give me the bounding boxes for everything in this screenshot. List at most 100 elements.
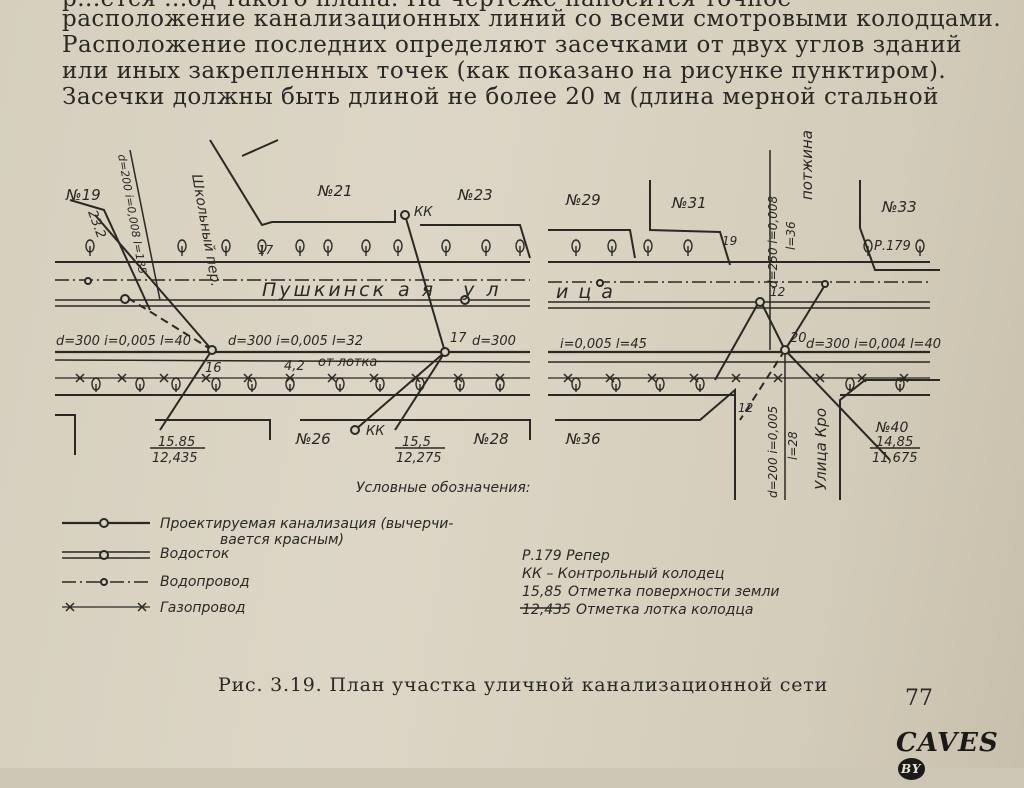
- legend-tray-num: 12,435: [522, 602, 571, 618]
- tree-icon: [495, 377, 505, 392]
- building-28-label: №28: [473, 430, 509, 448]
- tree-icon: [415, 377, 425, 392]
- tree-icon: [515, 239, 525, 256]
- legend-kk-label: КК – Контрольный колодец: [522, 566, 724, 582]
- legend-water-valve: [100, 578, 108, 586]
- vert-pipe-bottom: d=200 i=0,005: [766, 406, 780, 498]
- gas-line-mark: [773, 373, 783, 383]
- legend-gas-label: Газопровод: [160, 600, 246, 616]
- building-36-label: №36: [565, 430, 601, 448]
- tree-icon: [285, 377, 295, 392]
- tree-icon: [895, 377, 905, 392]
- tree-icon: [915, 239, 925, 256]
- street-pushkinskaya-part3: ица: [556, 281, 623, 303]
- tree-icon: [85, 239, 95, 256]
- dist-12-top: 12: [770, 285, 785, 299]
- tree-icon: [695, 377, 705, 392]
- survey-line-20: [739, 349, 786, 421]
- figure-caption: Рис. 3.19. План участка уличной канализа…: [218, 674, 829, 696]
- street-shkolny: Школьный пер.: [188, 173, 224, 288]
- legend-gas-marks: [65, 602, 147, 612]
- gas-line-mark: [411, 373, 421, 383]
- tree-icon: [221, 239, 231, 256]
- gas-line-mark: [201, 373, 211, 383]
- storm-inlet-3: [755, 297, 765, 307]
- gas-line-mark: [159, 373, 169, 383]
- gas-line-mark: [117, 373, 127, 383]
- sewer-branch-16: [94, 214, 213, 431]
- tree-icon: [171, 377, 181, 392]
- text-line-cut: р...ется ...од такого плана. На чертеже …: [62, 0, 792, 12]
- well-16: [207, 345, 217, 355]
- label-kk-bottom: КК: [366, 424, 385, 439]
- legend-tray-label: Отметка лотка колодца: [576, 602, 753, 618]
- tree-icon: [375, 377, 385, 392]
- legend-storm-label: Водосток: [160, 546, 230, 562]
- tree-icon: [335, 377, 345, 392]
- tree-icon: [323, 239, 333, 256]
- tree-icon: [571, 239, 581, 256]
- gas-line-mark: [647, 373, 657, 383]
- street-pushkinskaya-part2: ая ул: [398, 279, 511, 301]
- storm-inlet-2: [460, 295, 470, 305]
- tree-icon: [91, 377, 101, 392]
- legend-sewer-well: [99, 518, 109, 528]
- well-20-label: 20: [790, 331, 807, 346]
- building-left-bottom-outline: [55, 414, 76, 455]
- dist-12-bottom: 12: [738, 401, 753, 415]
- sewer-branch-20b: [784, 284, 891, 461]
- street-potkina: потжина: [798, 130, 816, 200]
- building-33-label: №33: [881, 198, 917, 216]
- gas-line-mark: [731, 373, 741, 383]
- label-kk-top: КК: [414, 205, 433, 220]
- elevation-1-surface: 15.85: [158, 435, 195, 450]
- watermark-logo: CAVESBY: [896, 728, 1024, 788]
- segment-4-label: d=300 i=0,004 l=40: [806, 337, 941, 352]
- gas-line-mark: [857, 373, 867, 383]
- text-line-1: расположение канализационных линий со вс…: [62, 6, 1002, 32]
- street-pushkinskaya-part1: Пушкинск: [262, 279, 387, 301]
- segment-1-label: d=300 i=0,005 l=40: [56, 334, 191, 349]
- text-line-3: или иных закрепленных точек (как показан…: [62, 58, 947, 84]
- page-number: 77: [905, 686, 933, 711]
- vert-pipe-top: d=250 i=0,008: [766, 196, 780, 288]
- segment-2-label: d=300 i=0,005 l=32: [228, 334, 363, 349]
- elevation-2-surface: 15,5: [402, 435, 431, 450]
- legend-sewer-label-2: вается красным): [220, 532, 344, 548]
- building-33-outline: [859, 180, 940, 271]
- legend-storm-well: [99, 550, 109, 560]
- storm-drain-line-2: [548, 301, 930, 309]
- vert-pipe-bottom-length: l=28: [786, 431, 800, 460]
- tree-icon: [845, 377, 855, 392]
- sewer-plan-drawing: №19 №21 №23 №29 №31 №33 №26 №28 №36 №40 …: [54, 130, 941, 618]
- building-26-label: №26: [295, 430, 331, 448]
- building-28-outline: [300, 419, 531, 440]
- street-curb-1: [54, 359, 531, 363]
- tree-icon: [211, 377, 221, 392]
- building-21-outline: [209, 139, 396, 227]
- watermark-by: BY: [898, 758, 925, 780]
- sewer-branch-17: [404, 214, 446, 353]
- survey-line-16: [127, 297, 213, 351]
- street-krop: Улица Кро: [812, 408, 830, 490]
- well-17: [440, 347, 450, 357]
- tree-icon: [441, 239, 451, 256]
- building-19-label: №19: [65, 186, 101, 204]
- gas-line-mark: [563, 373, 573, 383]
- tree-icon: [863, 239, 873, 256]
- gas-line-mark: [243, 373, 253, 383]
- building-31-outline: [649, 180, 731, 266]
- elevation-3-tray: 11,675: [872, 451, 918, 466]
- building-29-outline: [548, 229, 636, 259]
- legend-repere-label: Р.179 Репер: [522, 548, 610, 564]
- water-valve-1: [84, 277, 92, 285]
- building-21-wing: [241, 139, 279, 157]
- water-valve-3: [821, 280, 829, 288]
- elevation-2-tray: 12,275: [396, 451, 442, 466]
- storm-inlet-1: [120, 294, 130, 304]
- shkolny-lane-line: [129, 149, 161, 301]
- tree-icon: [683, 239, 693, 256]
- legend-surface-label: Отметка поверхности земли: [568, 584, 780, 600]
- building-21-label: №21: [317, 182, 353, 200]
